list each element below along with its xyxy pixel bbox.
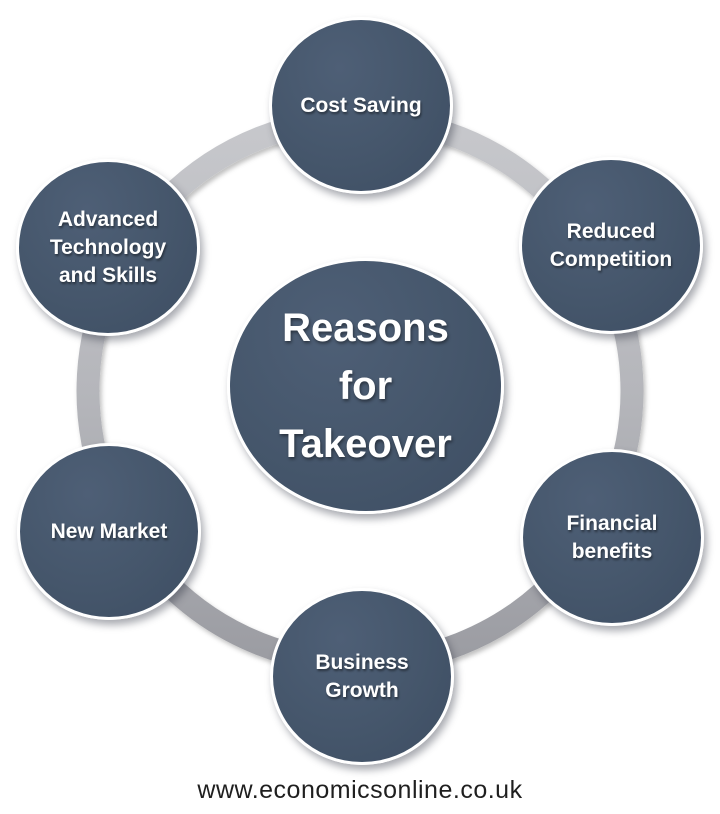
center-circle-reasons-for-takeover: Reasons for Takeover [227, 258, 504, 514]
node-cost-saving: Cost Saving [269, 17, 453, 194]
node-label: Cost Saving [300, 93, 422, 117]
node-new-market: New Market [17, 443, 201, 620]
node-label: Advanced Technology and Skills [49, 207, 167, 287]
node-label: Financial benefits [566, 511, 658, 563]
node-reduced-competition: Reduced Competition [519, 157, 703, 334]
center-title: Reasons for Takeover [279, 299, 452, 473]
node-financial-benefits: Financial benefits [520, 449, 704, 626]
center-title-line-2: for [338, 364, 393, 408]
footer-url: www.economicsonline.co.uk [197, 776, 523, 804]
node-advanced-technology-and-skills: Advanced Technology and Skills [16, 159, 200, 336]
center-title-line-3: Takeover [279, 422, 452, 466]
node-label: New Market [50, 519, 168, 543]
node-label: Reduced Competition [549, 219, 673, 271]
node-business-growth: Business Growth [270, 588, 454, 765]
node-label: Business Growth [315, 650, 409, 702]
center-title-line-1: Reasons [282, 306, 449, 350]
